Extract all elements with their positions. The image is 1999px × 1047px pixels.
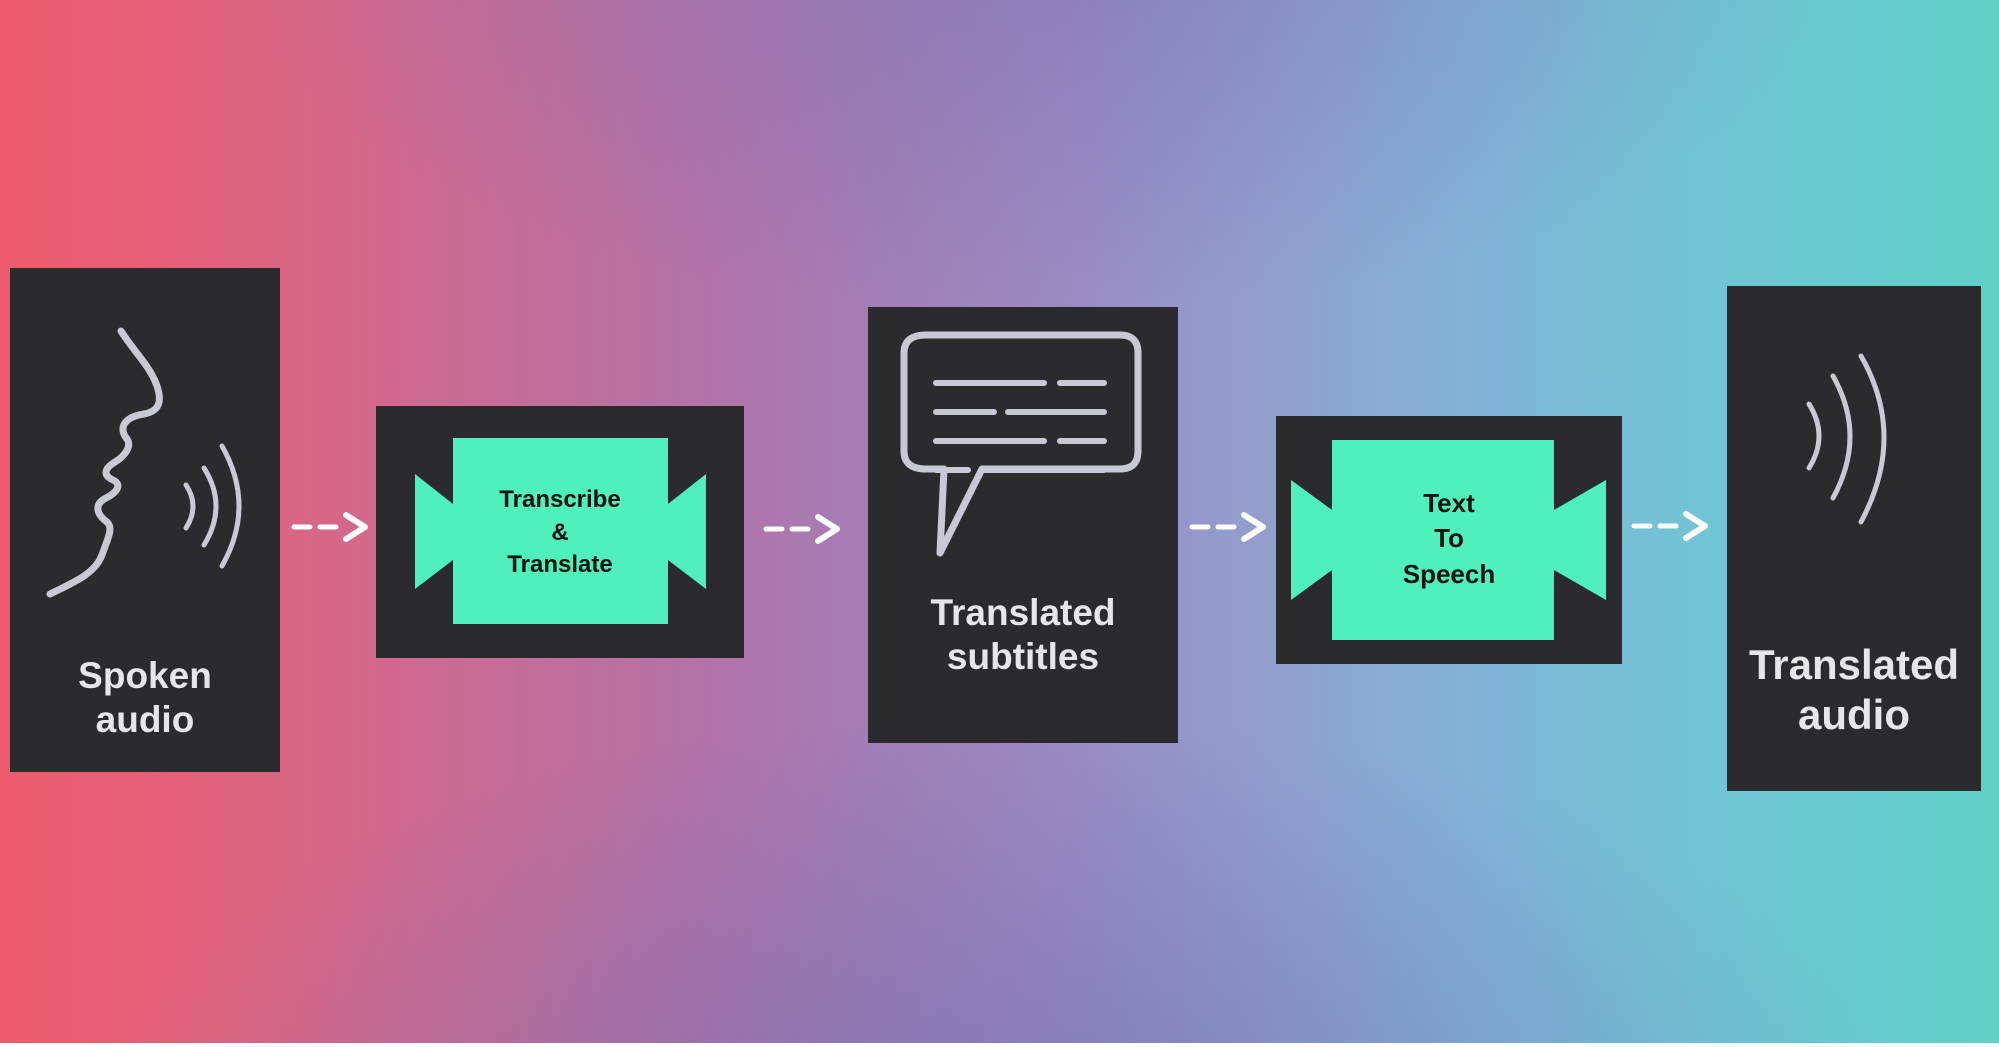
spoken-audio-label: Spoken audio <box>78 655 212 740</box>
text-to-speech-label: Text To Speech <box>1402 488 1496 589</box>
translated-audio-node: Translated audio <box>1727 286 1981 791</box>
process-block-icon <box>415 438 706 624</box>
arrow-subtitles-to-tts <box>1189 512 1266 542</box>
arrow-transcribe-to-subtitles <box>763 514 840 544</box>
bottom-border <box>0 1043 1999 1047</box>
sound-waves-icon <box>1806 353 1887 525</box>
arrow-tts-to-audio <box>1631 511 1708 541</box>
speaking-face-icon <box>46 327 242 598</box>
translated-audio-label: Translated audio <box>1748 641 1960 738</box>
translated-subtitles-label: Translated subtitles <box>930 592 1116 677</box>
text-to-speech-node: Text To Speech <box>1276 416 1622 664</box>
transcribe-translate-node: Transcribe & Translate <box>376 406 744 658</box>
translated-subtitles-node: Translated subtitles <box>868 307 1178 743</box>
spoken-audio-node: Spoken audio <box>10 268 280 772</box>
arrow-spoken-to-transcribe <box>291 512 368 542</box>
speech-bubble-icon <box>900 331 1142 557</box>
transcribe-translate-label: Transcribe & Translate <box>499 486 621 579</box>
process-block-icon <box>1291 440 1606 640</box>
